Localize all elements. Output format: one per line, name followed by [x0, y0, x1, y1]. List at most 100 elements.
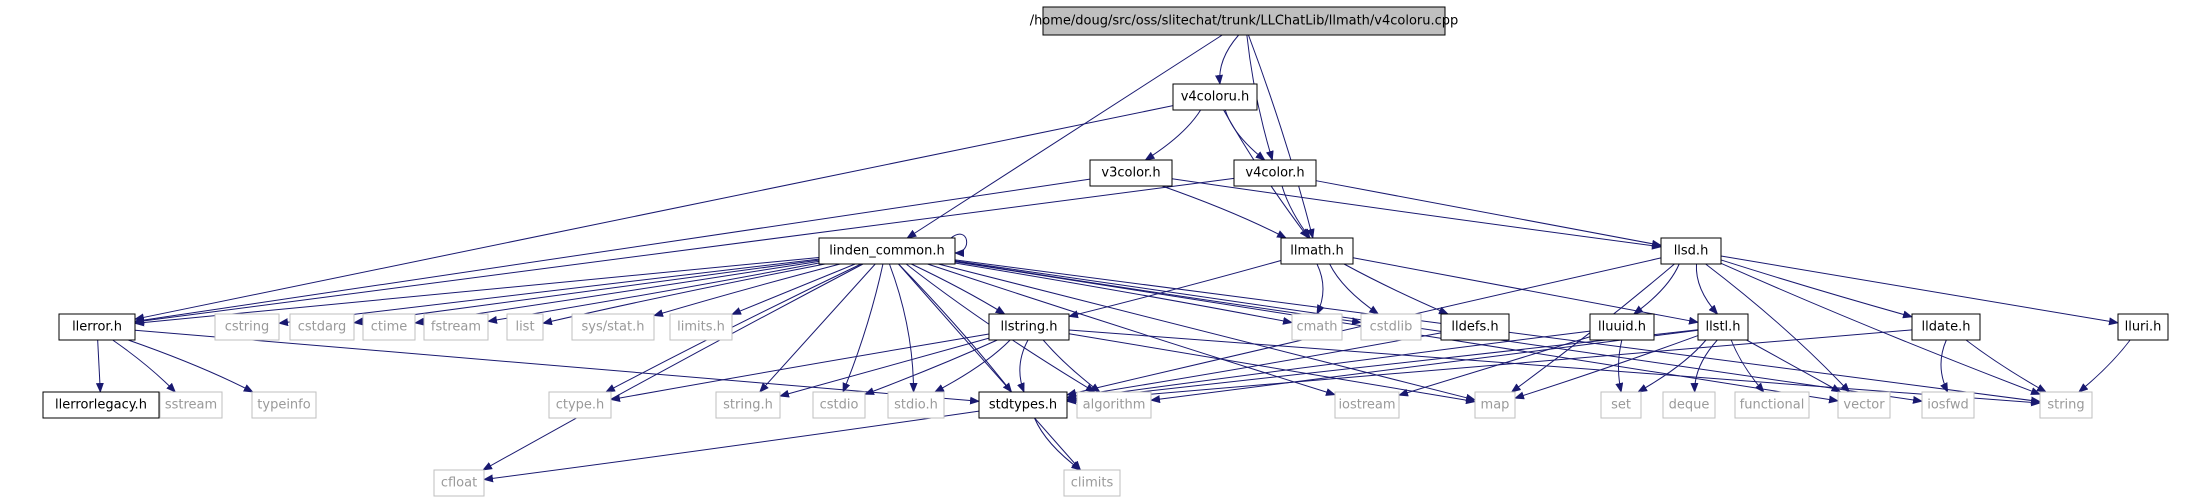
- node-box: [1662, 391, 1716, 419]
- edge-llstring_h-to-string: [1068, 329, 2041, 407]
- edge-llstring_h-to-stdio_h: [933, 339, 1011, 393]
- edge-linden_common_h-to-string_h: [759, 263, 876, 393]
- node-label: typeinfo: [257, 398, 310, 413]
- edge-llstl_h-to-set: [1637, 339, 1707, 393]
- node-label: sstream: [165, 398, 217, 413]
- node-box: [214, 313, 280, 341]
- edge-v4color_h-to-llmath_h: [1281, 185, 1311, 239]
- node-label: ctime: [371, 320, 408, 335]
- edge-llmath_h-to-cstdlib: [1329, 263, 1380, 315]
- node-box: [1734, 391, 1810, 419]
- node-box: [2039, 391, 2093, 419]
- edge-lldefs_h-to-stdtypes_h: [1066, 332, 1442, 400]
- node-box: [433, 469, 485, 497]
- edge-lluuid_h-to-set: [1615, 339, 1624, 393]
- edge-llerror_h-to-llerrorlegacy_h: [95, 339, 104, 393]
- node-box: [42, 391, 160, 419]
- node-cstring: cstring: [214, 313, 280, 341]
- edge-v4coloru_h-to-llerror_h: [134, 105, 1174, 322]
- edge-llstl_h-to-deque: [1690, 339, 1718, 393]
- node-box: [1076, 391, 1152, 419]
- node-string: string: [2039, 391, 2093, 419]
- edge-linden_common_h-to-sys_stat_h: [653, 263, 841, 317]
- node-box: [1660, 237, 1722, 265]
- edge-llsd_h-to-string: [1720, 262, 2041, 395]
- node-linden-common-h[interactable]: linden_common.h: [818, 237, 956, 265]
- node-llerrorlegacy-h[interactable]: llerrorlegacy.h: [42, 391, 160, 419]
- edge-v4coloru_h-to-v3color_h: [1144, 109, 1202, 161]
- edge-llsd_h-to-lluri_h: [1720, 255, 2119, 326]
- node-cmath: cmath: [1291, 313, 1343, 341]
- node-box: [1089, 159, 1173, 187]
- node-set: set: [1600, 391, 1642, 419]
- edge-llstl_h-to-algorithm: [1150, 329, 1699, 404]
- node-box: [1921, 391, 1975, 419]
- edge-llerror_h-to-stdtypes_h: [134, 329, 980, 405]
- node-label: llstl.h: [1705, 320, 1740, 335]
- node-label: v4coloru.h: [1181, 90, 1250, 105]
- node-label: list: [515, 320, 534, 335]
- edge-stdtypes_h-to-climits: [1034, 417, 1082, 471]
- node-label: lldate.h: [1922, 320, 1971, 335]
- node-box: [2117, 313, 2169, 341]
- node-box: [1589, 313, 1655, 341]
- node-label: map: [1481, 398, 1510, 413]
- node-stdtypes-h[interactable]: stdtypes.h: [978, 391, 1068, 419]
- node-label: stdtypes.h: [989, 398, 1057, 413]
- node-label: deque: [1669, 398, 1710, 413]
- node-box: [1837, 391, 1891, 419]
- node-algorithm: algorithm: [1076, 391, 1152, 419]
- node-v3color-h[interactable]: v3color.h: [1089, 159, 1173, 187]
- node-box: [715, 391, 781, 419]
- edge-llmath_h-to-llstl_h: [1352, 257, 1699, 325]
- edge-v4color_h-to-llsd_h: [1315, 180, 1662, 248]
- node-lluuid-h[interactable]: lluuid.h: [1589, 313, 1655, 341]
- edge-llsd_h-to-lluuid_h: [1632, 263, 1680, 315]
- node-map: map: [1474, 391, 1516, 419]
- node-label: iostream: [1338, 398, 1395, 413]
- node-box: [1172, 83, 1258, 111]
- node-llmath-h[interactable]: llmath.h: [1280, 237, 1354, 265]
- edge-linden_common_h-to-iostream: [927, 263, 1336, 396]
- edge-llstl_h-to-map: [1514, 335, 1699, 400]
- edge-v3color_h-to-llmath_h: [1161, 185, 1287, 239]
- node-lldefs-h[interactable]: lldefs.h: [1440, 313, 1510, 341]
- node-label: algorithm: [1083, 398, 1146, 413]
- edge-lluuid_h-to-stdtypes_h: [1066, 330, 1591, 403]
- node-label: ctype.h: [556, 398, 605, 413]
- node-label: llstring.h: [1001, 320, 1058, 335]
- node-lldate-h[interactable]: lldate.h: [1911, 313, 1981, 341]
- edge-v4color_h-to-llerror_h: [134, 177, 1235, 325]
- node-llstring-h[interactable]: llstring.h: [988, 313, 1070, 341]
- node-cstdlib: cstdlib: [1360, 313, 1422, 341]
- node-label: set: [1611, 398, 1631, 413]
- node-box: [1360, 313, 1422, 341]
- edge-llsd_h-to-lldate_h: [1720, 259, 1913, 319]
- node-label: cstdlib: [1370, 320, 1413, 335]
- node-cfloat: cfloat: [433, 469, 485, 497]
- edge-root-to-v4coloru_h: [1215, 34, 1240, 85]
- node-root: /home/doug/src/oss/slitechat/trunk/LLCha…: [1030, 6, 1458, 36]
- node-llstl-h[interactable]: llstl.h: [1697, 313, 1749, 341]
- node-llerror-h[interactable]: llerror.h: [58, 313, 136, 341]
- node-v4color-h[interactable]: v4color.h: [1233, 159, 1317, 187]
- edge-v3color_h-to-llerror_h: [134, 178, 1091, 324]
- node-cstdarg: cstdarg: [289, 313, 355, 341]
- node-box: [978, 391, 1068, 419]
- node-lluri-h[interactable]: lluri.h: [2117, 313, 2169, 341]
- edge-lldate_h-to-stdtypes_h: [1066, 329, 1913, 405]
- node-label: limits.h: [677, 320, 725, 335]
- node-box: [812, 391, 866, 419]
- edge-linden_common_h-to-stdio_h: [888, 263, 918, 393]
- node-label: lluri.h: [2125, 320, 2162, 335]
- node-box: [571, 313, 655, 341]
- node-sys-stat-h: sys/stat.h: [571, 313, 655, 341]
- edge-lldate_h-to-iosfwd: [1940, 339, 1949, 393]
- node-label: llmath.h: [1290, 244, 1344, 259]
- node-ctype-h: ctype.h: [548, 391, 612, 419]
- edge-llsd_h-to-llstl_h: [1695, 263, 1719, 315]
- node-v4coloru-h[interactable]: v4coloru.h: [1172, 83, 1258, 111]
- node-label: cstdarg: [298, 320, 347, 335]
- node-label: llerror.h: [72, 320, 122, 335]
- node-llsd-h[interactable]: llsd.h: [1660, 237, 1722, 265]
